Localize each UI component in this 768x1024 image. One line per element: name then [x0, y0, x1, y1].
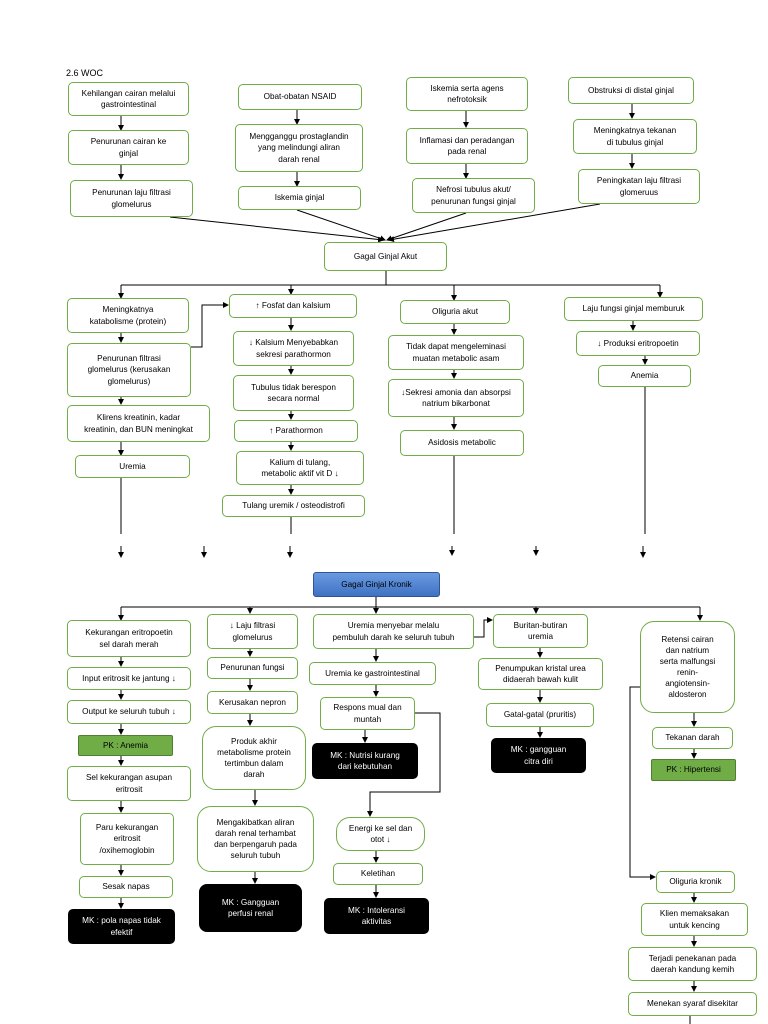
node-uremia-gastrointestinal: Uremia ke gastrointestinal	[309, 662, 436, 685]
node-obstruksi-distal: Obstruksi di distal ginjal	[568, 77, 694, 104]
node-tubulus-tidak-berespon: Tubulus tidak berespon secara normal	[233, 375, 354, 411]
node-inflamasi-renal: Inflamasi dan peradangan pada renal	[406, 128, 528, 164]
node-iskemia-ginjal: Iskemia ginjal	[238, 186, 361, 210]
node-mengganggu-prostaglandin: Mengganggu prostaglandin yang melindungi…	[235, 124, 363, 172]
node-gagal-ginjal-akut: Gagal Ginjal Akut	[324, 242, 447, 271]
node-paru-kekurangan: Paru kekurangan eritrosit /oxihemoglobin	[80, 813, 174, 865]
node-butiran-uremia: Buritan-butiran uremia	[493, 614, 588, 648]
node-penurunan-fungsi: Penurunan fungsi	[207, 657, 298, 679]
node-laju-fungsi-memburuk: Laju fungsi ginjal memburuk	[564, 297, 703, 321]
node-oliguria-kronik: Oliguria kronik	[656, 871, 735, 893]
node-laju-filtrasi-kronik: ↓ Laju filtrasi glomelurus	[207, 614, 298, 649]
node-penurunan-filtrasi: Penurunan filtrasi glomelurus (kerusakan…	[67, 343, 191, 397]
node-nefrosi-tubulus: Nefrosi tubulus akut/ penurunan fungsi g…	[412, 178, 535, 213]
node-produk-akhir-metabolisme: Produk akhir metabolisme protein tertimb…	[202, 726, 306, 790]
node-gatal-gatal: Gatal-gatal (pruritis)	[486, 703, 594, 727]
node-mk-pola-napas: MK : pola napas tidak efektif	[68, 909, 175, 944]
node-penurunan-laju-filtrasi: Penurunan laju filtrasi glomelurus	[70, 180, 193, 217]
node-klirens-kreatinin: Klirens kreatinin, kadar kreatinin, dan …	[67, 405, 210, 442]
node-mk-citra-diri: MK : gangguan citra diri	[491, 738, 586, 773]
node-kekurangan-eritropoetin: Kekurangan eritropoetin sel darah merah	[67, 620, 191, 657]
node-output-tubuh: Output ke seluruh tubuh ↓	[67, 700, 191, 724]
node-tekanan-tubulus: Meningkatnya tekanan di tubulus ginjal	[573, 119, 697, 154]
node-input-eritrosit: Input eritrosit ke jantung ↓	[67, 667, 191, 690]
node-tekanan-darah: Tekanan darah	[652, 727, 733, 749]
node-energi-sel-otot: Energi ke sel dan otot ↓	[336, 817, 425, 851]
node-parathormon: ↑ Parathormon	[234, 420, 358, 442]
node-kalium-tulang: Kalium di tulang, metabolic aktif vit D …	[236, 451, 364, 485]
node-sekresi-amonia: ↓Sekresi amonia dan absorpsi natrium bik…	[388, 379, 524, 417]
node-uremia-akut: Uremia	[75, 455, 190, 478]
node-keletihan: Keletihan	[333, 863, 423, 885]
node-penumpukan-kristal: Penumpukan kristal urea didaerah bawah k…	[478, 658, 603, 690]
node-fosfat-kalsium: ↑ Fosfat dan kalsium	[229, 294, 357, 318]
node-kalsium-parathormon: ↓ Kalsium Menyebabkan sekresi parathormo…	[233, 331, 354, 366]
node-mk-intoleransi: MK : Intoleransi aktivitas	[324, 898, 429, 934]
node-kehilangan-cairan: Kehilangan cairan melalui gastrointestin…	[68, 82, 189, 116]
node-produksi-eritropoetin: ↓ Produksi eritropoetin	[576, 331, 700, 356]
section-title: 2.6 WOC	[66, 68, 104, 78]
node-asidosis-metabolik: Asidosis metabolic	[400, 430, 524, 456]
node-mk-perfusi-renal: MK : Gangguan perfusi renal	[199, 884, 302, 932]
node-sesak-napas: Sesak napas	[79, 876, 173, 898]
node-katabolisme: Meningkatnya katabolisme (protein)	[67, 298, 189, 333]
node-penurunan-cairan-ginjal: Penurunan cairan ke ginjal	[68, 130, 189, 165]
node-gagal-ginjal-kronik: Gagal Ginjal Kronik	[313, 572, 440, 597]
node-pk-anemia: PK : Anemia	[78, 735, 173, 756]
node-menekan-syaraf: Menekan syaraf disekitar	[628, 992, 757, 1016]
node-aliran-darah-renal: Mengakibatkan aliran darah renal terhamb…	[197, 806, 314, 872]
node-retensi-cairan: Retensi cairan dan natrium serta malfung…	[640, 621, 735, 713]
node-eliminasi-asam: Tidak dapat mengeleminasi muatan metabol…	[388, 335, 524, 370]
node-oliguria-akut: Oliguria akut	[400, 300, 510, 324]
node-respons-mual: Respons mual dan muntah	[320, 697, 415, 730]
node-kerusakan-nepron: Kerusakan nepron	[207, 691, 298, 714]
node-obat-nsaid: Obat-obatan NSAID	[238, 84, 362, 110]
node-pk-hipertensi: PK : Hipertensi	[651, 759, 736, 781]
node-anemia-akut: Anemia	[598, 365, 691, 387]
node-uremia-menyebar: Uremia menyebar melalu pembuluh darah ke…	[313, 614, 474, 649]
node-klien-kencing: Klien memaksakan untuk kencing	[641, 903, 748, 936]
node-penekanan-kandung-kemih: Terjadi penekanan pada daerah kandung ke…	[628, 947, 757, 981]
node-sel-kekurangan-eritrosit: Sel kekurangan asupan eritrosit	[67, 766, 191, 801]
node-mk-nutrisi: MK : Nutrisi kurang dari kebutuhan	[312, 743, 418, 779]
node-iskemia-nefrotoksik: Iskemia serta agens nefrotoksik	[406, 77, 528, 111]
node-tulang-uremik: Tulang uremik / osteodistrofi	[222, 495, 365, 517]
node-peningkatan-laju-filtrasi: Peningkatan laju filtrasi glomeruus	[578, 169, 700, 204]
